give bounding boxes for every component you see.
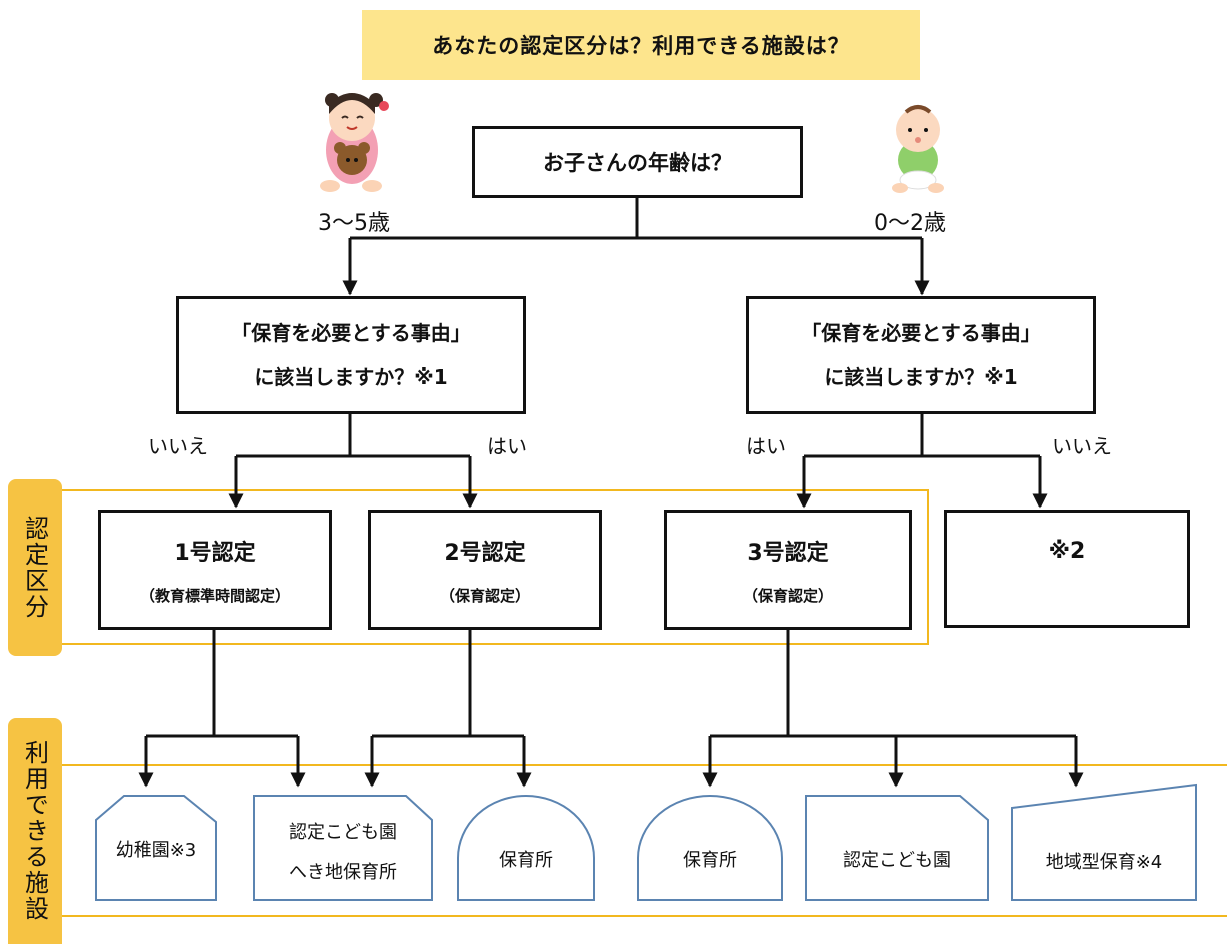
branch-right-yes: はい (746, 434, 786, 458)
age-right-label: 0～2歳 (874, 211, 946, 236)
right-question-box: 「保育を必要とする事由」 に該当しますか？※1 (746, 296, 1096, 414)
left-question-box: 「保育を必要とする事由」 に該当しますか？※1 (176, 296, 526, 414)
facility-kindergarten-shape (95, 795, 217, 901)
certification-3-title: 3号認定 (747, 540, 829, 566)
right-question-line2: に該当しますか？※1 (824, 365, 1018, 389)
facility-community-shape (1011, 783, 1197, 901)
certification-1-title: 1号認定 (174, 540, 256, 566)
certification-section-label: 認定区分 (20, 515, 49, 620)
page-title: あなたの認定区分は？利用できる施設は？ (432, 34, 850, 58)
baby-illustration (892, 105, 944, 193)
facility-kindergarten-label: 幼稚園※3 (115, 840, 197, 861)
facilities-section-label: 利用できる施設 (20, 740, 49, 922)
facility-nintei-remote-line1: 認定こども園 (289, 822, 397, 843)
certification-2-sub: （保育認定） (439, 586, 530, 605)
facility-nintei-label: 認定こども園 (843, 850, 951, 871)
certification-1-box: 1号認定 （教育標準時間認定） (98, 510, 332, 630)
certification-4-title: ※2 (1048, 539, 1086, 564)
certification-2-title: 2号認定 (444, 540, 526, 566)
certification-3-box: 3号認定 （保育認定） (664, 510, 912, 630)
facility-nursery-right-label: 保育所 (683, 850, 737, 871)
facility-nursery-left-shape (457, 795, 595, 901)
facilities-section-tab: 利用できる施設 (8, 718, 62, 944)
branch-right-no: いいえ (1052, 434, 1112, 458)
facility-nursery-left-label: 保育所 (499, 850, 553, 871)
branch-left-yes: はい (487, 434, 527, 458)
facility-nintei-remote-line2: へき地保育所 (289, 862, 397, 883)
right-question-line1: 「保育を必要とする事由」 (801, 321, 1041, 345)
facility-nintei-shape (805, 795, 989, 901)
facility-community-label: 地域型保育※4 (1045, 852, 1163, 873)
title-banner: あなたの認定区分は？利用できる施設は？ (362, 10, 920, 80)
branch-left-no: いいえ (148, 434, 208, 458)
certification-section-tab: 認定区分 (8, 479, 62, 656)
certification-4-box: ※2 (944, 510, 1190, 628)
certification-2-box: 2号認定 （保育認定） (368, 510, 602, 630)
age-question-box: お子さんの年齢は？ (472, 126, 803, 198)
facility-nintei-remote-shape (253, 795, 433, 901)
facility-nursery-right-shape (637, 795, 783, 901)
left-question-line2: に該当しますか？※1 (254, 365, 448, 389)
certification-3-sub: （保育認定） (742, 586, 833, 605)
certification-1-sub: （教育標準時間認定） (139, 586, 290, 605)
age-question-text: お子さんの年齢は？ (543, 151, 732, 175)
age-left-label: 3～5歳 (318, 211, 390, 236)
girl-illustration (320, 93, 389, 192)
left-question-line1: 「保育を必要とする事由」 (231, 321, 471, 345)
